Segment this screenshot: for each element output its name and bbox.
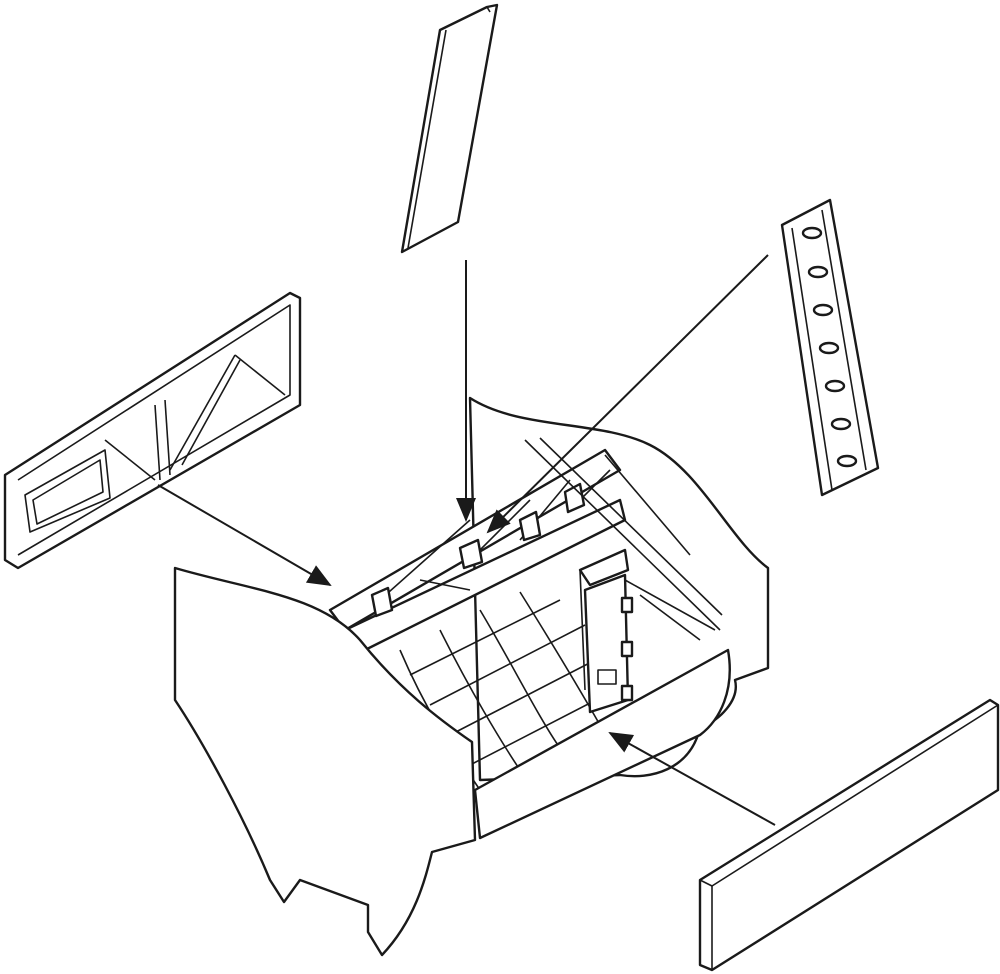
bottom-right-panel <box>698 698 1000 972</box>
slotted-strip <box>780 198 880 497</box>
left-truss-panel <box>3 291 302 570</box>
arrow-bottom-panel <box>608 732 776 826</box>
top-panel <box>400 3 499 254</box>
main-bay-assembly <box>173 396 770 957</box>
arrow-slotted-strip <box>486 254 769 534</box>
arrow-left-panel <box>157 484 332 587</box>
